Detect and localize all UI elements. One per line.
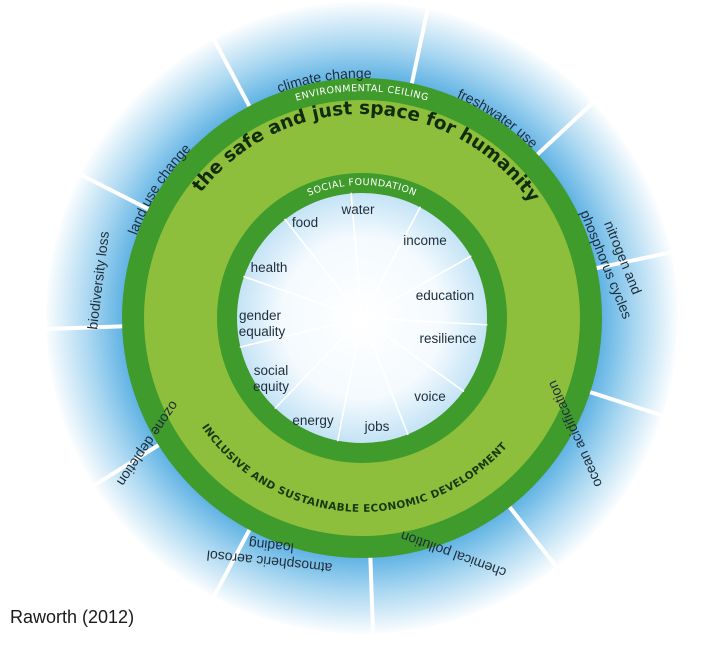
inner-spoke-9 — [243, 275, 363, 319]
label-food: food — [292, 215, 318, 230]
inner-spoke-8 — [239, 317, 363, 348]
outer-spoke-9 — [42, 324, 127, 332]
label-energy: energy — [292, 413, 334, 428]
inner-spoke-3 — [361, 317, 488, 326]
outer-spoke-6 — [368, 553, 376, 638]
label-resilience: resilience — [419, 331, 476, 346]
label-income: income — [403, 233, 447, 248]
inner-spoke-0 — [350, 192, 363, 319]
outer-spoke-1 — [409, 4, 431, 88]
outer-spoke-8 — [90, 442, 163, 489]
label-health: health — [251, 260, 288, 275]
label-equity: equity — [253, 379, 289, 394]
outer-spoke-5 — [506, 503, 560, 571]
label-water: water — [340, 202, 375, 217]
label-social: social — [254, 363, 289, 378]
inner-spoke-10 — [284, 218, 363, 319]
label-gender: gender — [239, 308, 282, 323]
inner-spokes — [239, 192, 488, 442]
label-voice: voice — [414, 389, 446, 404]
inner-spoke-5 — [361, 317, 409, 436]
outer-spoke-3 — [592, 249, 676, 271]
inner-spoke-1 — [361, 206, 421, 319]
outer-spoke-7 — [210, 526, 253, 601]
inner-spoke-2 — [361, 255, 472, 319]
label-loading: loading — [248, 536, 295, 557]
label-jobs: jobs — [364, 419, 390, 434]
inner-spoke-7 — [274, 317, 363, 409]
inner-spoke-6 — [336, 317, 363, 442]
label-education: education — [416, 288, 475, 303]
label-equality: equality — [239, 324, 286, 339]
outer-spoke-4 — [586, 389, 667, 419]
citation: Raworth (2012) — [10, 607, 135, 627]
inner-spoke-4 — [361, 317, 465, 392]
outer-spokes — [42, 4, 676, 638]
outer-spoke-0 — [210, 35, 253, 110]
outer-spoke-2 — [534, 99, 597, 158]
outer-spoke-10 — [76, 171, 152, 212]
